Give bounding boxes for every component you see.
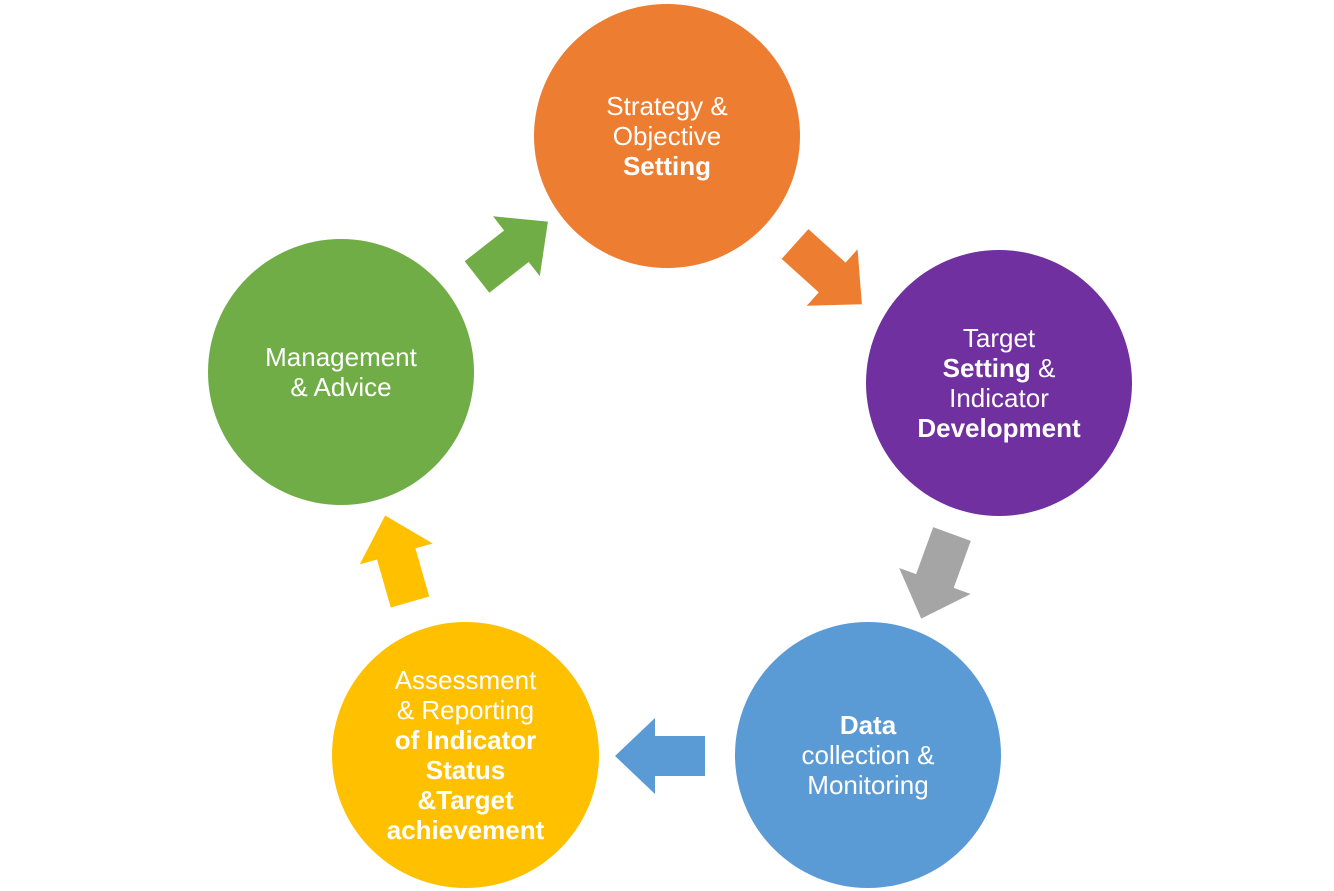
text-part: Indicator (949, 383, 1049, 413)
node-line: Indicator (949, 383, 1049, 413)
text-part: achievement (386, 815, 545, 845)
node-management-advice: Management & Advice (208, 239, 474, 505)
node-line: collection & (802, 740, 935, 770)
node-line: of Indicator (395, 725, 537, 755)
text-part: &Target (417, 785, 514, 815)
node-line: Data (840, 710, 896, 740)
text-part: & Advice (290, 372, 392, 402)
node-data-collection-monitoring: Data collection & Monitoring (735, 622, 1001, 888)
text-part: Monitoring (807, 770, 929, 800)
node-line: Status (426, 755, 505, 785)
node-line: & Advice (290, 372, 391, 402)
text-part: of Indicator (394, 725, 537, 755)
node-strategy-objective-setting: Strategy & Objective Setting (534, 4, 800, 268)
node-line: achievement (387, 815, 545, 845)
text-part: Setting (622, 151, 712, 181)
text-part: Strategy & (606, 91, 728, 121)
text-part: & Reporting (396, 695, 535, 725)
node-line: Setting (623, 151, 711, 181)
node-line: Setting & (943, 353, 1056, 383)
node-line: & Reporting (397, 695, 534, 725)
node-line: Strategy & (606, 91, 727, 121)
arrow-data-to-assessment-icon (615, 718, 705, 794)
text-part: Assessment (394, 665, 537, 695)
arrow-strategy-to-target-icon (781, 229, 862, 306)
text-part: Target (962, 323, 1036, 353)
arrow-assessment-to-management-icon (359, 515, 433, 608)
node-line: Monitoring (807, 770, 928, 800)
text-part: Data (839, 710, 897, 740)
text-part: Objective (612, 121, 722, 151)
text-part: collection & (801, 740, 935, 770)
node-target-setting-indicator-development: Target Setting & Indicator Development (866, 250, 1132, 516)
node-assessment-reporting: Assessment & Reporting of Indicator Stat… (332, 622, 599, 888)
node-line: Target (963, 323, 1035, 353)
node-line: Management (265, 342, 417, 372)
text-part: Development (917, 413, 1081, 443)
text-part: & (1030, 353, 1056, 383)
node-line: &Target (417, 785, 513, 815)
text-part: Status (425, 755, 506, 785)
node-line: Development (917, 413, 1080, 443)
node-line: Assessment (395, 665, 537, 695)
text-part: Setting (942, 353, 1031, 383)
node-line: Objective (613, 121, 721, 151)
arrow-management-to-strategy-icon (464, 216, 548, 293)
arrow-target-to-data-icon (899, 527, 971, 619)
text-part: Management (265, 342, 417, 372)
